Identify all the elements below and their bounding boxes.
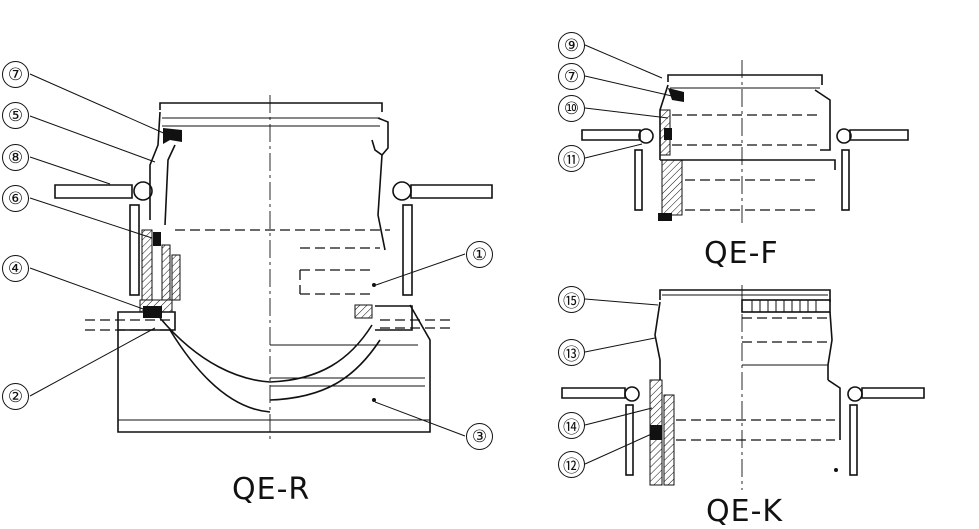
callout-9: ⑨ xyxy=(558,32,585,59)
callout-2: ② xyxy=(2,383,29,410)
callout-8: ⑧ xyxy=(2,144,29,171)
callout-4: ④ xyxy=(2,255,29,282)
callout-3: ③ xyxy=(466,423,493,450)
callout-5: ⑤ xyxy=(2,102,29,129)
callout-10: ⑩ xyxy=(558,95,585,122)
qe-r-drawing xyxy=(54,95,493,440)
qe-f-title: QE-F xyxy=(704,236,779,271)
callout-7-qe-f: ⑦ xyxy=(558,63,585,90)
callout-7-qe-r: ⑦ xyxy=(2,61,29,88)
qe-r-leaders xyxy=(29,73,466,437)
qe-f-leaders xyxy=(584,44,673,159)
callout-1: ① xyxy=(466,241,493,268)
callout-14: ⑭ xyxy=(558,412,585,439)
qe-k-leaders xyxy=(584,298,659,465)
callout-11: ⑪ xyxy=(558,145,585,172)
callout-13: ⑬ xyxy=(558,339,585,366)
callout-15: ⑮ xyxy=(558,286,585,313)
qe-r-title: QE-R xyxy=(232,472,311,507)
callout-12: ⑫ xyxy=(558,451,585,478)
qe-k-drawing xyxy=(561,285,925,490)
qe-f-drawing xyxy=(581,60,909,225)
callout-6: ⑥ xyxy=(2,185,29,212)
qe-k-title: QE-K xyxy=(706,494,784,529)
